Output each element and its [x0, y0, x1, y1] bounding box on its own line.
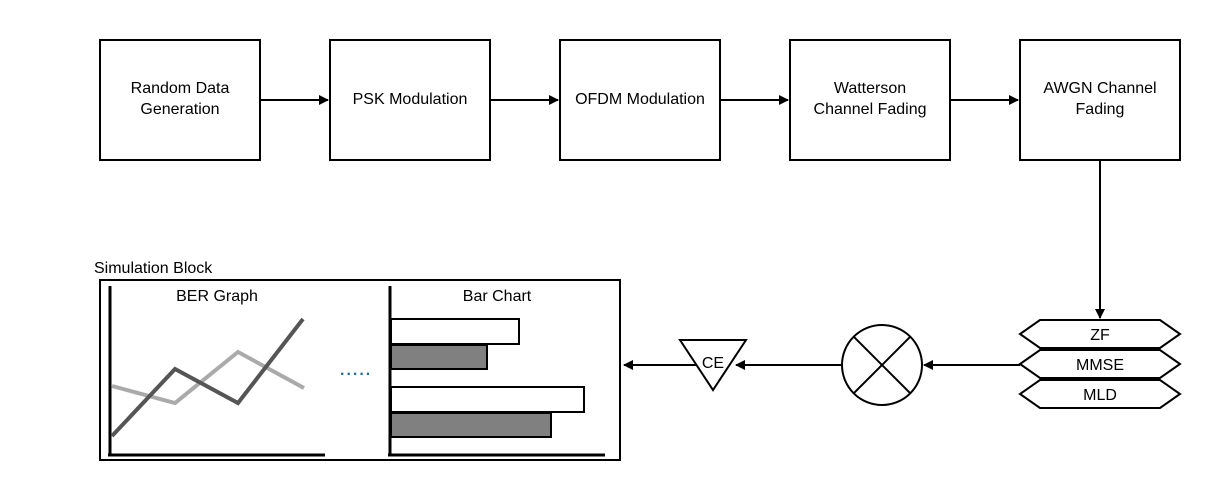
bar-4 — [390, 412, 552, 438]
bar-chart-title: Bar Chart — [463, 288, 532, 305]
block-random-data: Random Data Generation — [99, 39, 261, 161]
ber-graph-title: BER Graph — [176, 288, 258, 305]
equalizer-mld-label: MLD — [1083, 387, 1117, 404]
block-psk-modulation: PSK Modulation — [329, 39, 491, 161]
block-random-data-line1: Random Data — [131, 80, 230, 97]
block-random-data-line2: Generation — [140, 101, 219, 118]
block-awgn-line1: AWGN Channel — [1043, 80, 1156, 97]
bar-2 — [390, 344, 488, 370]
simulation-block: BER Graph ..... Bar Chart — [99, 279, 621, 461]
ber-graph: BER Graph — [108, 286, 325, 457]
block-watterson-line1: Watterson — [834, 80, 906, 97]
block-awgn-line2: Fading — [1076, 101, 1125, 118]
equalizer-mmse: MMSE — [1018, 349, 1182, 379]
block-watterson-line2: Channel Fading — [814, 101, 927, 118]
equalizer-zf-label: ZF — [1090, 327, 1110, 344]
ber-graph-light-line — [111, 349, 305, 406]
bar-1 — [390, 318, 520, 345]
bar-3 — [390, 386, 585, 413]
simulation-block-title: Simulation Block — [94, 260, 213, 277]
ber-graph-dark-line — [110, 317, 305, 438]
equalizer-zf: ZF — [1018, 319, 1182, 349]
equalizer-mmse-label: MMSE — [1076, 357, 1124, 374]
block-ofdm-label: OFDM Modulation — [575, 91, 705, 108]
bar-chart: Bar Chart — [388, 286, 605, 457]
multiplier-symbol — [841, 324, 923, 406]
ce-block: CE — [678, 339, 748, 392]
ellipsis-dots: ..... — [340, 362, 372, 379]
ce-label: CE — [702, 355, 724, 372]
block-awgn-fading: AWGN Channel Fading — [1019, 39, 1181, 161]
block-ofdm-modulation: OFDM Modulation — [559, 39, 721, 161]
equalizer-mld: MLD — [1018, 379, 1182, 409]
block-psk-label: PSK Modulation — [353, 91, 468, 108]
block-watterson-fading: Watterson Channel Fading — [789, 39, 951, 161]
